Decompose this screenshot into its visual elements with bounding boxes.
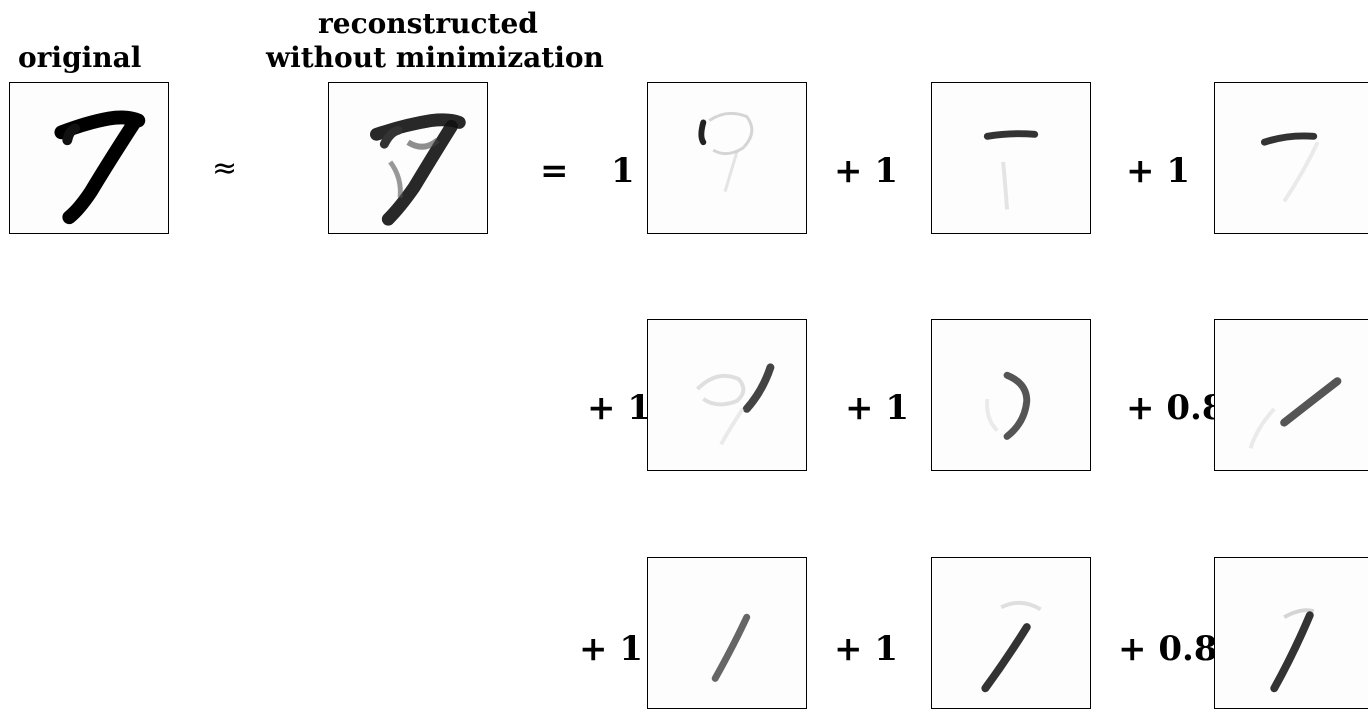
coefficient-9: + 0.8	[1118, 629, 1218, 669]
reconstructed-digit-image	[328, 82, 488, 234]
coefficient-8: + 1	[834, 629, 898, 669]
component-image-2	[931, 82, 1091, 234]
component-image-4	[647, 319, 807, 471]
coefficient-6: + 0.8	[1126, 388, 1226, 428]
component-image-3	[1214, 82, 1368, 234]
component-image-9	[1214, 557, 1368, 709]
approx-symbol: ≈	[212, 151, 238, 186]
equals-symbol: =	[540, 151, 569, 191]
coefficient-1: 1	[611, 151, 635, 191]
component-image-6	[1214, 319, 1368, 471]
reconstructed-label-line1: reconstructed	[318, 7, 538, 40]
original-digit-image	[9, 82, 169, 234]
coefficient-3: + 1	[1126, 151, 1190, 191]
component-image-1	[647, 82, 807, 234]
coefficient-5: + 1	[845, 388, 909, 428]
coefficient-7: + 1	[579, 629, 643, 669]
original-label: original	[18, 41, 142, 74]
component-image-7	[647, 557, 807, 709]
coefficient-2: + 1	[834, 151, 898, 191]
component-image-5	[931, 319, 1091, 471]
component-image-8	[931, 557, 1091, 709]
coefficient-4: + 1	[587, 388, 651, 428]
reconstructed-label-line2: without minimization	[266, 41, 604, 74]
